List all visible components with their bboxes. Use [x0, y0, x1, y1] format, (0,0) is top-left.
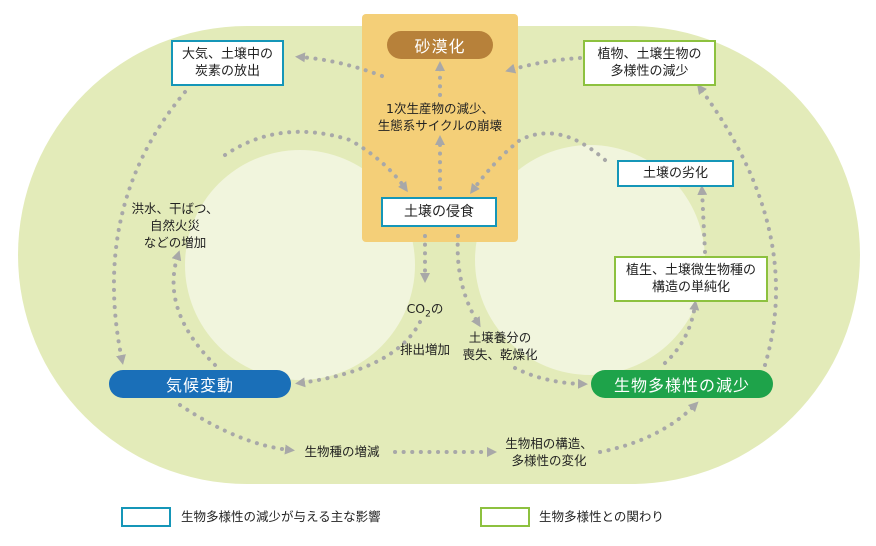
community-change-label: 生物相の構造、 多様性の変化	[505, 436, 593, 468]
legend-green-label: 生物多様性との関わり	[539, 509, 664, 524]
desertification-node: 砂漠化	[387, 31, 493, 59]
arrow-rightarc-to-erosion	[470, 131, 607, 195]
legend-green-swatch	[480, 507, 530, 527]
co2-subscript: 2	[425, 309, 431, 320]
left-inner-circle	[185, 150, 415, 380]
right-inner-circle	[475, 145, 705, 375]
nutrient-loss-label: 土壌養分の 喪失、乾燥化	[462, 330, 538, 362]
arrow-climate-to-species	[178, 403, 295, 455]
arrow-desert-to-carbon	[295, 52, 384, 78]
soil-degradation-node: 土壌の劣化	[617, 160, 734, 187]
soil-erosion-node: 土壌の侵食	[381, 197, 497, 227]
arrow-plant-to-desert	[505, 56, 582, 74]
arrow-nutrient-to-biodiv	[513, 366, 588, 389]
arrow-climate-to-disasters	[171, 250, 217, 367]
co2-line2: 排出増加	[399, 341, 450, 357]
arrow-simpl-to-degrade	[697, 185, 708, 254]
arrow-biodiv-to-plant	[697, 83, 779, 367]
simplification-node: 植生、土壌微生物種の 構造の単純化	[614, 256, 768, 302]
arrow-erosion-to-nutrient	[455, 234, 481, 328]
climate-change-node: 気候変動	[109, 370, 291, 398]
arrow-co2-to-climate	[295, 320, 422, 388]
arrow-biodiv-to-simpl	[663, 300, 700, 365]
co2-text: CO	[406, 301, 426, 316]
carbon-release-node: 大気、土壌中の 炭素の放出	[171, 40, 284, 86]
biodiversity-loss-node: 生物多様性の減少	[591, 370, 773, 398]
arrow-leftarc-to-erosion	[223, 129, 408, 193]
plant-diversity-node: 植物、土壌生物の 多様性の減少	[583, 40, 716, 86]
species-change-label: 生物種の増減	[304, 444, 380, 459]
disasters-label: 洪水、干ばつ、 自然火災 などの増加	[131, 201, 219, 250]
legend-teal-swatch	[121, 507, 171, 527]
co2-suffix: の	[430, 301, 444, 316]
primary-production-label: 1次生産物の減少、 生態系サイクルの崩壊	[377, 101, 503, 133]
legend-teal-label: 生物多様性の減少が与える主な影響	[181, 509, 381, 524]
background-oval	[18, 26, 860, 484]
co2-label: CO2の 排出増加	[380, 283, 470, 358]
